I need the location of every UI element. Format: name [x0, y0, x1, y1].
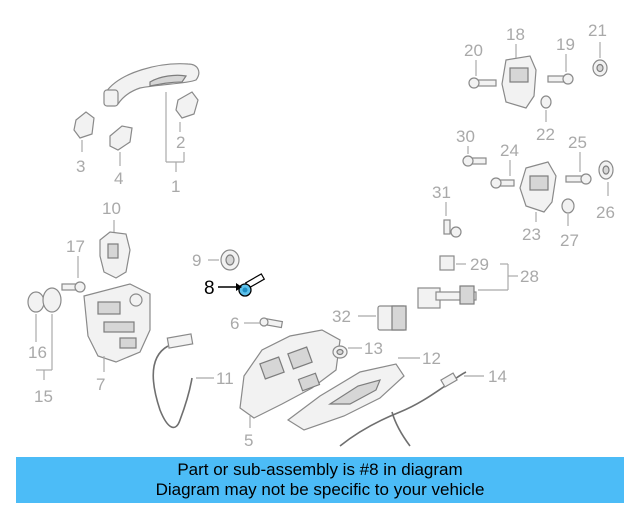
bushing-21	[592, 59, 608, 77]
lock-cylinder	[27, 287, 62, 313]
label-21: 21	[588, 21, 607, 40]
bolt-24	[490, 177, 515, 189]
label-7: 7	[96, 375, 105, 394]
label-2: 2	[176, 133, 185, 152]
banner-line-2: Diagram may not be specific to your vehi…	[155, 480, 485, 499]
label-20: 20	[464, 41, 483, 60]
label-27: 27	[560, 231, 579, 250]
bolt-25	[565, 173, 592, 185]
bolt-19	[547, 73, 574, 85]
handle-cap	[175, 91, 199, 119]
bushing-22	[540, 95, 552, 109]
label-10: 10	[102, 199, 121, 218]
label-19: 19	[556, 35, 575, 54]
exterior-door-handle	[103, 63, 200, 107]
info-banner: Part or sub-assembly is #8 in diagram Di…	[16, 457, 624, 503]
handle-cover	[73, 111, 95, 139]
handle-gasket	[109, 125, 133, 151]
bushing-26	[598, 160, 614, 180]
label-1: 1	[171, 177, 180, 196]
label-5: 5	[244, 431, 253, 450]
label-24: 24	[500, 141, 519, 160]
label-16: 16	[28, 343, 47, 362]
lock-bracket	[99, 231, 131, 279]
label-32: 32	[332, 307, 351, 326]
washer	[332, 345, 348, 359]
label-26: 26	[596, 203, 615, 222]
door-latch	[83, 283, 151, 363]
label-8: 8	[204, 278, 215, 299]
window-regulator-module	[239, 329, 341, 419]
upper-door-hinge	[501, 55, 537, 109]
label-17: 17	[66, 237, 85, 256]
bolt-6	[259, 317, 284, 329]
label-13: 13	[364, 339, 383, 358]
label-31: 31	[432, 183, 451, 202]
label-9: 9	[192, 251, 201, 270]
parts-diagram: 2 1 3 4 10 17 16 15 7 9	[27, 21, 615, 450]
bolt-8-highlighted[interactable]	[238, 273, 266, 297]
label-11: 11	[216, 369, 234, 388]
label-22: 22	[536, 125, 555, 144]
label-30: 30	[456, 127, 475, 146]
bolt-20	[468, 77, 497, 89]
label-29: 29	[470, 255, 489, 274]
grommet	[220, 249, 240, 271]
label-6: 6	[230, 314, 239, 333]
label-3: 3	[76, 157, 85, 176]
label-28: 28	[520, 267, 539, 286]
label-15: 15	[34, 387, 53, 406]
label-23: 23	[522, 225, 541, 244]
bushing-27	[561, 198, 575, 214]
inside-release-cable	[339, 371, 467, 447]
label-14: 14	[488, 367, 507, 386]
release-cable	[152, 333, 194, 429]
door-bumper	[377, 305, 407, 331]
bolt-30	[462, 155, 487, 167]
lower-door-hinge	[519, 161, 557, 213]
label-25: 25	[568, 133, 587, 152]
banner-line-1: Part or sub-assembly is #8 in diagram	[177, 460, 463, 479]
interior-handle-panel	[286, 363, 405, 431]
label-18: 18	[506, 25, 525, 44]
label-4: 4	[114, 169, 123, 188]
label-12: 12	[422, 349, 441, 368]
screw-17	[61, 281, 86, 293]
bolt-31	[443, 219, 462, 238]
door-check	[417, 255, 477, 309]
